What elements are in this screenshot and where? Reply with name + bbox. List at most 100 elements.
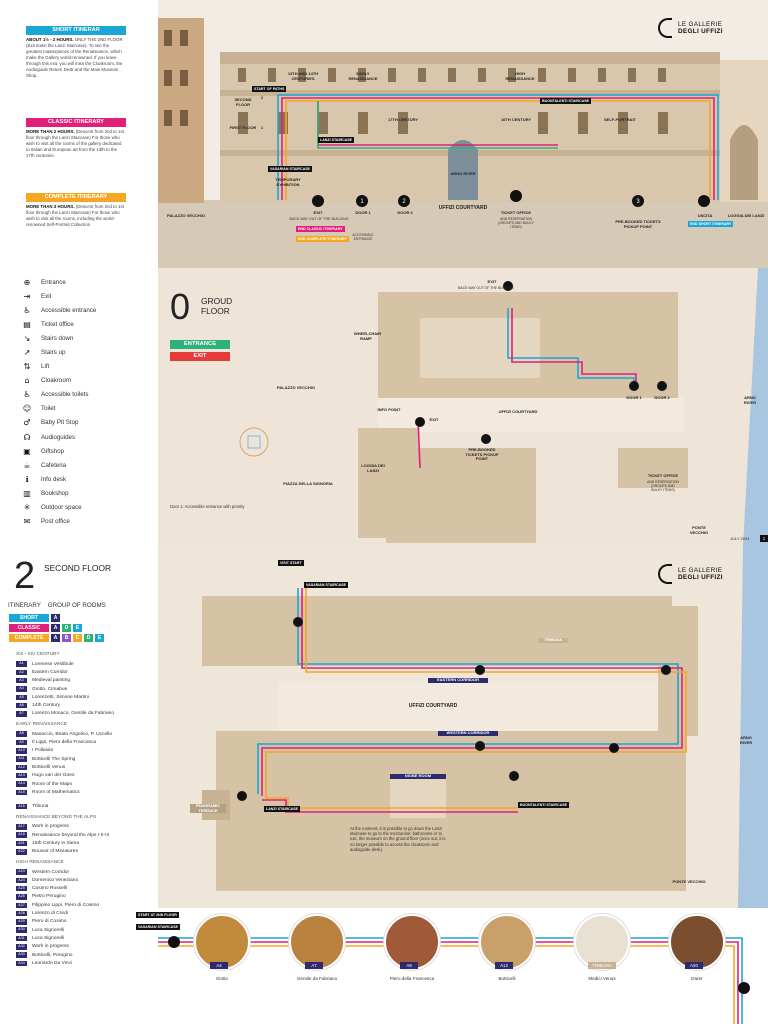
artwork-room-tag: A9 [400,962,418,969]
facade-ticket-sub: AND RESERVATION (GROUPS AND BULKY ITEMS) [498,217,534,229]
floor-1-marker: 1 [260,125,264,130]
legend-row: ✉Post office [22,515,152,529]
legend-label: Info desk [41,475,67,483]
ground-info-label: INFO POINT [377,407,401,412]
logo-mark [658,564,672,584]
room-label: Leonardo Da Vinci [32,960,73,966]
room-section-title: XIII - XIV CENTURY [16,652,60,657]
room-label: Renaissance beyond the Alps I-II-III [32,832,110,838]
artwork-room-tag: A7 [305,962,323,969]
second-floor-title: SECOND FLOOR [44,563,112,573]
logo-line1: LE GALLERIE [678,21,723,28]
ground-door1-label: DOOR 1 [626,395,642,400]
exit-icon: ⇥ [23,291,31,301]
room-tag: A14 [16,781,27,787]
room-label: Western Corridor [32,869,70,875]
room-tag: A33 [16,952,27,958]
eastern-corridor-label: EASTERN CORRIDOR [428,677,488,683]
logo-mark [658,18,672,38]
classic-itinerary-duration: MORE THAN 2 HOURS. [26,129,75,134]
room-tag: A32 [16,944,27,950]
ground-ponte-label: PONTE VECCHIO [689,525,709,535]
facade-door1-sub: ACCESSIBLE ENTRANCE [352,233,374,241]
lanzi-staircase-tag: LANZI STAIRCASE [318,137,355,144]
legend-label: Ticket office [41,320,74,328]
panoramic-terrace-label: PANORAMIC TERRACE [190,803,226,814]
baby-pit-stop-icon: ♂ [23,418,31,428]
classic-itinerary-text: (Descent from 2nd to 1st floor through t… [26,129,124,158]
logo-line2: DEGLI UFFIZI [678,574,723,581]
facade-prebooked-label: PRE-BOOKED TICKETS PICKUP POINT [615,219,661,229]
strip-vasarian-tag: VASARIAN STAIRCASE [136,924,180,931]
room-tag: A9 [16,739,27,746]
group-badge: E [95,634,104,642]
room-tag: A5 [16,694,27,701]
room-tag: A18 [16,832,27,838]
ground-note: Door 1: Accessible entrance with priorit… [170,504,245,509]
facade-door2-label: DOOR 2 [397,210,413,215]
ground-floor-number: 0 [170,286,191,327]
group-badge: A [51,634,60,642]
temporary-exhibition-label: TEMPORARY EXHIBITION [275,177,301,187]
room-item: A23 Western Corridor [16,868,156,876]
artwork-label: Giotto [215,976,229,981]
room-tag: A27 [16,902,27,909]
room-tag: A28 [16,910,27,917]
room-label: 15th Century in Siena [32,840,80,846]
legend-row: ☊Audioguides [22,430,152,444]
group-badge: A [51,624,60,632]
room-tag: A15 [16,789,27,796]
itinerary-name: COMPLETE [9,634,49,642]
map-legend: ⊕Entrance⇥Exit♿Accessible entrance▤Ticke… [22,275,152,529]
room-label: Giotto, Cimabue [32,686,68,692]
artwork-label: Dürer [691,976,703,981]
ground-ticket-sub: AND RESERVATION (GROUPS AND BULKY ITEMS) [647,480,679,492]
c17-label: 17TH CENTURY [387,117,419,122]
room-tag: A23 [16,869,27,875]
room-label: Work in progress [32,824,69,830]
left-column: SHORT ITINERAR ABOUT 1½ - 2 HOURS. ONLY … [0,0,158,1024]
group-col-header: GROUP OF ROOMS [47,602,106,609]
legend-row: ▤Ticket office [22,317,152,331]
second-floor-label: SECOND FLOOR [234,97,252,107]
room-label: Piero di Cosimo [32,919,67,925]
room-label: Botticelli The Spring [32,756,76,762]
end-complete-tag: END COMPLETE ITINERARY [296,236,349,243]
niobe-room-label: NIOBE ROOM [390,773,446,779]
legend-label: Audioguides [41,433,76,441]
room-tag: A8 [16,731,27,737]
room-label: Luca Signorelli [32,935,65,941]
group-badge: A [51,614,60,622]
vasarian-tag: VASARIAN STAIRCASE [304,582,348,589]
end-classic-tag: END CLASSIC ITINERARY [296,226,345,233]
room-label: Room of Mathematics [32,789,80,795]
lanzi-tag: LANZI STAIRCASE [264,806,301,813]
room-label: Bouvoir of Miniatures [32,849,78,855]
page-number: 1 [760,535,768,542]
legend-label: Giftshop [41,447,65,455]
short-itinerary-text: ONLY THE 2ND FLOOR (Exit down the Lanzi … [26,37,123,78]
room-label: Hugo van der Goes [32,773,75,779]
legend-row: ↗Stairs up [22,345,152,359]
legend-label: Stairs down [41,334,74,342]
entrance-key: ENTRANCE [170,340,230,349]
giftshop-icon: ▣ [23,446,31,456]
room-label: Medieval painting [32,678,71,684]
artwork-room-tag: TRIBUNA [588,962,616,969]
post-office-icon: ✉ [23,517,31,527]
